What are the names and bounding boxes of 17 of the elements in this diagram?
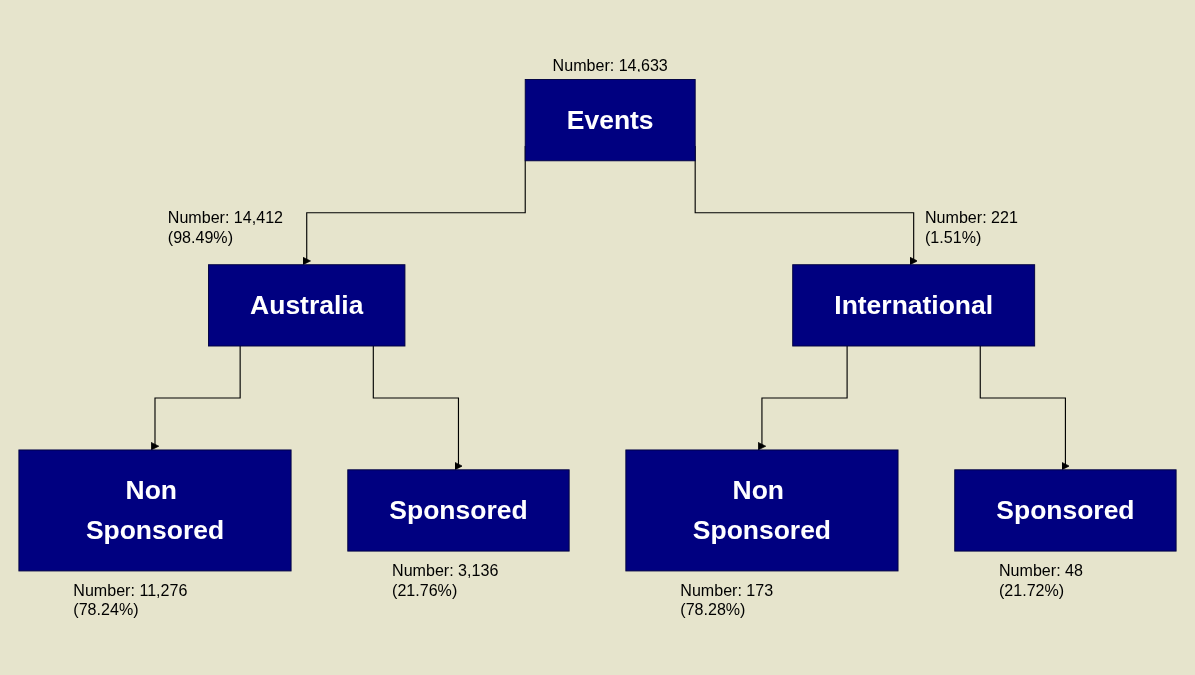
arrow [372, 345, 463, 471]
node-box: Sponsored [954, 469, 1177, 552]
node-box: Non Sponsored [625, 449, 899, 572]
node-box: Non Sponsored [18, 449, 292, 572]
node-box: International [792, 264, 1036, 347]
arrow [757, 345, 848, 451]
node-annotation: Number: 173 (78.28%) [680, 580, 775, 621]
node-annotation: Number: 11,276 (78.24%) [73, 580, 189, 621]
arrow [150, 345, 241, 451]
node-annotation: Number: 14,412 (98.49%) [167, 208, 284, 248]
node-annotation: Number: 48 (21.72%) [999, 560, 1084, 601]
node-box: Events [524, 79, 696, 162]
arrow [979, 345, 1070, 471]
node-annotation: Number: 3,136 (21.76%) [392, 560, 500, 601]
node-box: Sponsored [347, 469, 570, 552]
node-annotation: Number: 221 (1.51%) [925, 208, 1019, 248]
node-box: Australia [208, 264, 406, 347]
